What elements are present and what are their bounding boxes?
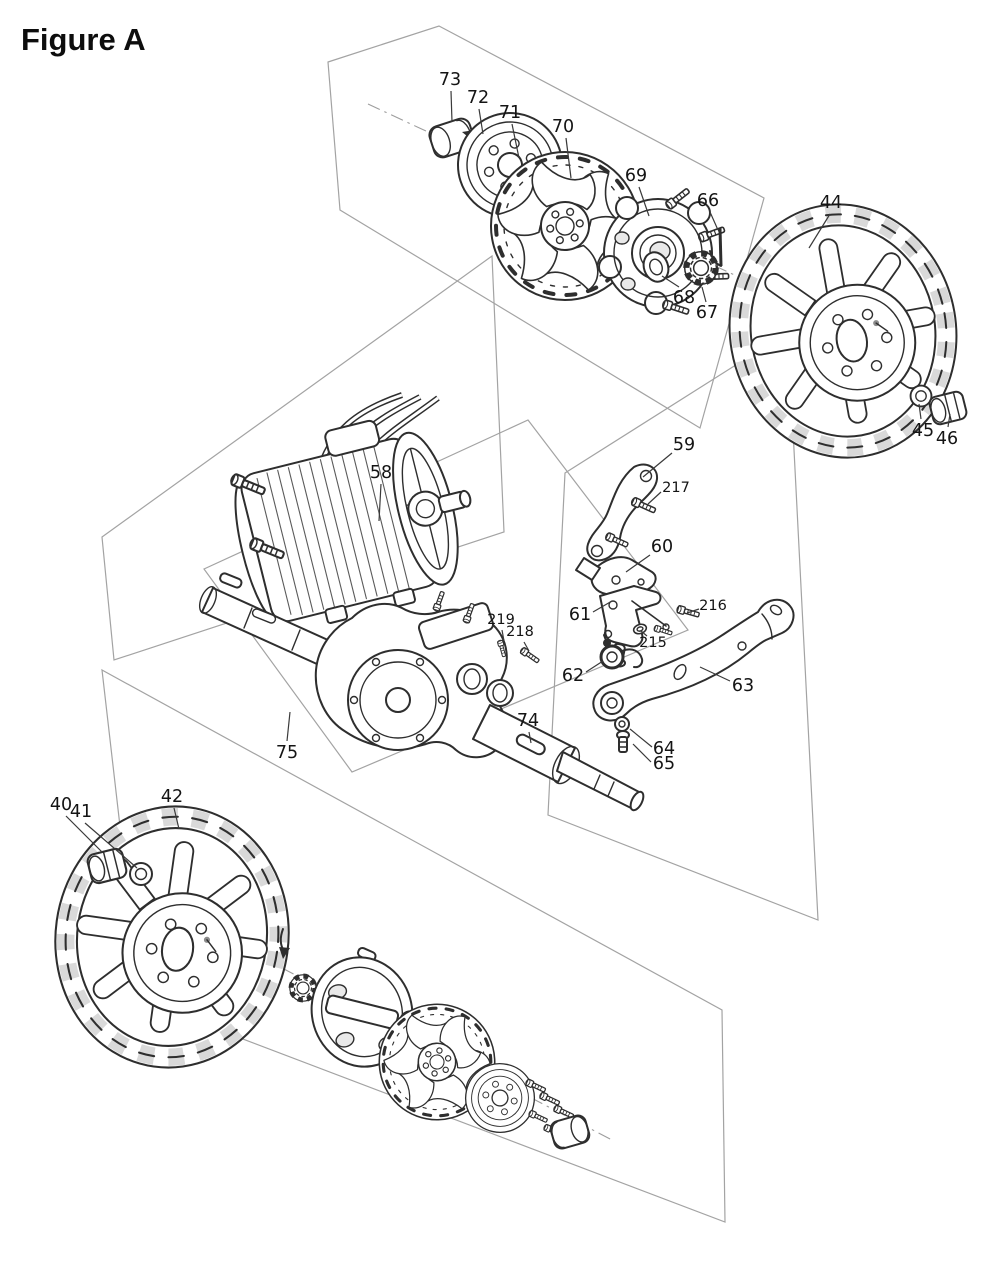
part-label-42: 42 [161, 787, 183, 807]
leader-line-70 [565, 137, 572, 179]
leader-line-68 [661, 275, 680, 288]
part-label-215: 215 [639, 635, 667, 651]
washer-45 [909, 384, 933, 408]
leader-line-64 [629, 728, 653, 748]
part-label-64: 64 [653, 739, 675, 759]
part-label-44: 44 [820, 193, 842, 213]
insert-arrow [279, 928, 290, 959]
part-label-40: 40 [50, 795, 72, 815]
part-label-60: 60 [651, 537, 673, 557]
part-label-68: 68 [673, 288, 695, 308]
part-label-65: 65 [653, 754, 675, 774]
part-label-45: 45 [912, 421, 934, 441]
leader-line-59 [642, 452, 673, 478]
leader-line-74 [528, 731, 532, 744]
leader-line-61 [592, 600, 613, 613]
leader-line-72 [478, 108, 484, 135]
washer-68 [642, 251, 670, 283]
bushing-bottom [549, 1114, 591, 1150]
part-label-74: 74 [517, 711, 539, 731]
arm-63 [592, 598, 795, 722]
shaft-key-74 [515, 733, 546, 756]
leader-line-71 [511, 123, 520, 159]
part-label-46: 46 [936, 429, 958, 449]
part-label-69: 69 [625, 166, 647, 186]
bolt-216 [675, 604, 701, 620]
leader-line-66 [709, 211, 719, 231]
part-label-73: 73 [439, 70, 461, 90]
leader-line-67 [701, 286, 707, 303]
part-label-62: 62 [562, 666, 584, 686]
leader-line-42 [173, 807, 180, 830]
leader-line-216 [686, 608, 700, 614]
part-label-216: 216 [699, 598, 727, 614]
washer-41 [129, 862, 153, 886]
part-label-58: 58 [370, 463, 392, 483]
leader-line-46 [947, 413, 951, 428]
leader-line-73 [450, 90, 453, 123]
part-label-59: 59 [673, 435, 695, 455]
clip-215 [632, 623, 648, 635]
part-label-218: 218 [506, 624, 534, 640]
leader-line-69 [638, 186, 650, 217]
tire-42 [39, 791, 306, 1082]
axle-transmission-75 [198, 572, 645, 812]
bolt-65 [616, 730, 630, 753]
part-label-66: 66 [697, 191, 719, 211]
leader-line-45 [918, 403, 922, 420]
bracket-60 [575, 556, 657, 597]
leader-line-58 [378, 483, 382, 522]
part-label-61: 61 [569, 605, 591, 625]
part-label-219: 219 [487, 612, 515, 628]
leader-line-75 [286, 711, 291, 742]
part-label-72: 72 [467, 88, 489, 108]
leader-line-44 [808, 213, 831, 249]
part-label-71: 71 [499, 103, 521, 123]
leader-line-217 [647, 491, 662, 505]
leader-line-215 [640, 630, 648, 637]
washer-64 [614, 716, 630, 732]
leader-line-40 [65, 815, 103, 853]
leader-line-41 [84, 822, 138, 869]
part-label-75: 75 [276, 743, 298, 763]
leader-line-60 [625, 554, 651, 573]
part-label-41: 41 [70, 802, 92, 822]
lever-59 [586, 463, 659, 562]
part-label-70: 70 [552, 117, 574, 137]
spring-62 [599, 634, 644, 670]
leader-line-63 [699, 666, 731, 682]
figure-title: Figure A [21, 22, 146, 57]
leader-line-218 [523, 641, 530, 652]
lock-nut-67 [685, 252, 718, 285]
part-label-217: 217 [662, 480, 690, 496]
motor-58 [228, 392, 472, 624]
leader-line-219 [501, 629, 505, 642]
part-label-67: 67 [696, 303, 718, 323]
leader-line-62 [585, 660, 604, 673]
bolt-218 [518, 646, 541, 665]
part-label-63: 63 [732, 676, 754, 696]
leader-line-65 [632, 743, 652, 763]
